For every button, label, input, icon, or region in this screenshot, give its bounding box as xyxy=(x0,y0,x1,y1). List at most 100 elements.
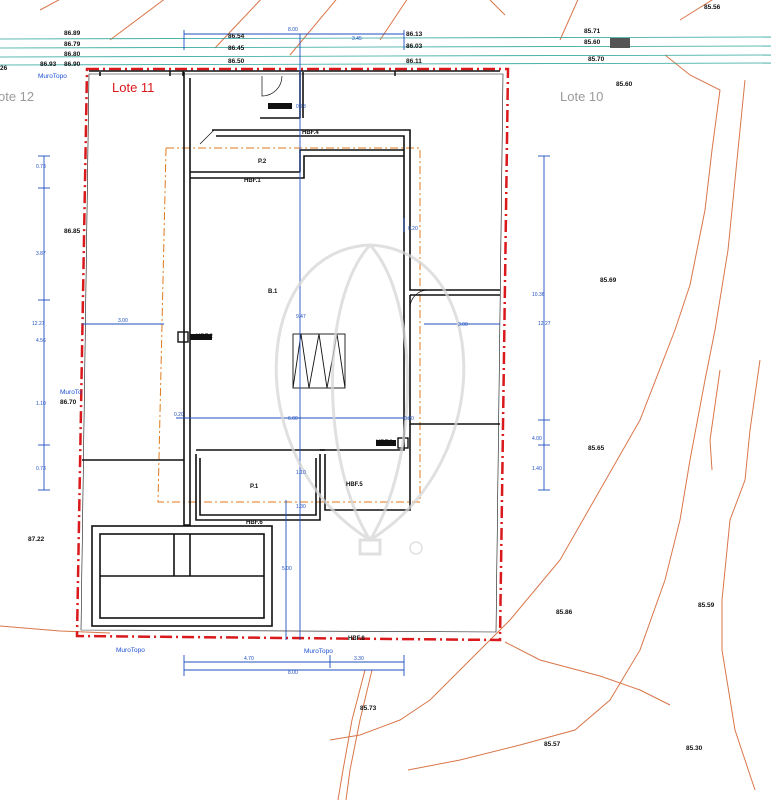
elevation-label: 85.56 xyxy=(704,4,721,11)
lot-name-current: Lote 11 xyxy=(112,80,154,95)
room-mark: P.2 xyxy=(258,159,267,165)
road-sign-icon xyxy=(610,38,630,48)
dimension-text: 0.73 xyxy=(36,466,46,472)
column xyxy=(177,331,189,343)
dimension-text: 3.30 xyxy=(354,656,364,662)
plan-tags: HBF.4 HBF.1 HBF.2 HBF.3 HBF.5 HBF.6 HBF.… xyxy=(196,104,393,642)
door-swing xyxy=(261,75,283,97)
dimension-text: 1.10 xyxy=(296,470,306,476)
dimension-text: 3.45 xyxy=(352,36,362,42)
dimension-text: 4.70 xyxy=(244,656,254,662)
contour-line xyxy=(109,0,165,41)
plan-tag: HBF.8 xyxy=(348,636,365,642)
elevation-label: 86.93 xyxy=(40,61,57,68)
elevation-label: 85.69 xyxy=(600,277,617,284)
contour-line xyxy=(329,54,721,741)
dimension-lines xyxy=(38,30,550,676)
elevation-label: 86.11 xyxy=(406,58,422,65)
elevation-label: 85.70 xyxy=(588,56,605,63)
elevation-label: 86.85 xyxy=(64,228,81,235)
equipment-mark xyxy=(268,103,292,109)
elevation-label: 85.65 xyxy=(588,445,605,452)
elevation-label: 85.71 xyxy=(584,28,601,35)
door-swings xyxy=(199,75,429,309)
dimension-text: 4.56 xyxy=(36,338,46,344)
dimension-text: 0.20 xyxy=(174,412,184,418)
contour-line xyxy=(721,359,761,791)
elevation-label: 86.80 xyxy=(64,51,81,58)
lot-boundary xyxy=(75,67,510,642)
elevation-label: 85.30 xyxy=(686,745,703,752)
plan-tag: HBF.7 xyxy=(268,104,285,110)
road-edge xyxy=(0,54,771,58)
dimension-text: 0.20 xyxy=(404,416,414,422)
wall-label: MuroTopo xyxy=(38,73,67,80)
elevation-label: 87.22 xyxy=(28,536,45,543)
contour-line xyxy=(504,641,671,706)
elevation-label: 86.13 xyxy=(406,31,423,38)
road-edges xyxy=(0,36,771,66)
contour-line xyxy=(214,0,261,49)
contour-line xyxy=(709,369,721,471)
stair-symbol xyxy=(292,333,346,389)
elevation-label: 86.45 xyxy=(228,45,245,52)
dimension-text: 5.00 xyxy=(282,566,292,572)
dimension-text: 0.73 xyxy=(36,164,46,170)
dimension-text: 1.30 xyxy=(296,504,306,510)
room-mark: P.1 xyxy=(250,484,259,490)
setback-line xyxy=(157,147,421,503)
equipment-mark xyxy=(376,440,396,446)
contour-line xyxy=(337,669,366,800)
dimension-text: 4.00 xyxy=(532,436,542,442)
wall-label: MuroTopo xyxy=(304,648,333,655)
dimension-text: 0.20 xyxy=(408,226,418,232)
elevation-labels: 86.89 86.79 86.80 86.90 86.93 26 86.54 8… xyxy=(0,4,721,752)
dimension-text: 10.36 xyxy=(532,292,545,298)
lot-name-right: Lote 10 xyxy=(560,89,603,104)
road-edge xyxy=(0,45,771,49)
elevation-label: 85.73 xyxy=(360,705,377,712)
contour-line xyxy=(407,79,746,771)
elevation-label: 86.79 xyxy=(64,41,81,48)
plan-tag: HBF.4 xyxy=(302,130,319,136)
wall-label: MuroTo xyxy=(60,389,82,396)
plan-tag: HBF.1 xyxy=(244,178,261,184)
elevation-label: 85.86 xyxy=(556,609,573,616)
door-swing xyxy=(409,289,429,309)
contour-line xyxy=(379,0,408,41)
elevation-label: 86.70 xyxy=(60,399,77,406)
elevation-label: 86.03 xyxy=(406,43,423,50)
elevation-label: 86.89 xyxy=(64,30,81,37)
dimension-text: 1.40 xyxy=(532,466,542,472)
elevation-label: 85.60 xyxy=(584,39,601,46)
elevation-label: 85.57 xyxy=(544,741,561,748)
contour-line xyxy=(489,0,506,16)
lot-inner-line xyxy=(80,73,504,633)
dimension-text: 12.27 xyxy=(32,321,45,327)
contour-line xyxy=(0,625,111,634)
watermark-logo xyxy=(274,243,466,556)
plan-tag: HBF.5 xyxy=(346,482,363,488)
dimension-text: 12.27 xyxy=(538,321,551,327)
dimension-text: 6.00 xyxy=(288,416,298,422)
elevation-label: 85.60 xyxy=(616,81,633,88)
dimension-text: 9.47 xyxy=(296,314,306,320)
dimension-text: 1.10 xyxy=(36,401,46,407)
road-edge xyxy=(0,36,771,40)
wall-label: MuroTopo xyxy=(116,647,145,654)
dimension-text: 8.00 xyxy=(288,670,298,676)
contour-line xyxy=(679,0,713,21)
elevation-label: 86.54 xyxy=(228,33,245,40)
front-wall xyxy=(89,70,500,76)
elevation-label: 26 xyxy=(0,65,8,72)
dimension-text: 8.00 xyxy=(288,27,298,33)
contour-line xyxy=(559,0,579,41)
equipment-mark xyxy=(190,334,212,340)
elevation-label: 86.90 xyxy=(64,61,81,68)
door-swing xyxy=(199,129,215,145)
dimension-text: 3.00 xyxy=(458,322,468,328)
contour-line xyxy=(345,669,373,800)
plan-tag: HBF.6 xyxy=(246,520,263,526)
